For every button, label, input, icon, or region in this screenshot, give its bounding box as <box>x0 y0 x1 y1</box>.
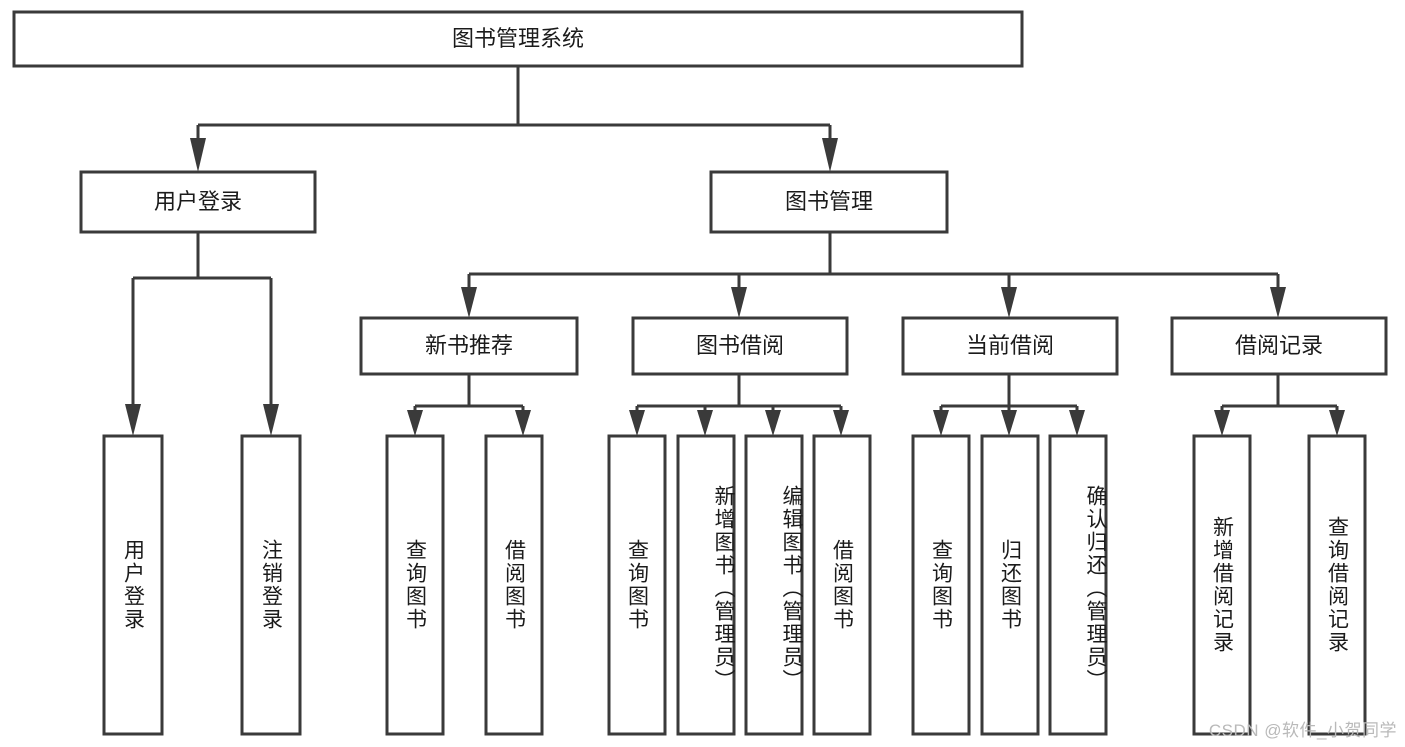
connector-group-book-management <box>461 232 1286 318</box>
node-box-leaf-confirm-return[interactable] <box>1048 434 1108 736</box>
arrow-head-leaf-logout-login <box>263 404 279 436</box>
arrow-head-leaf-query-book-3 <box>933 410 949 436</box>
node-box-new-book-recommend[interactable] <box>359 316 579 376</box>
connector-group-book-borrow <box>629 374 849 436</box>
node-box-book-borrow[interactable] <box>631 316 849 376</box>
connector-group-borrow-record <box>1214 374 1345 436</box>
node-box-leaf-edit-book[interactable] <box>744 434 804 736</box>
arrow-head-leaf-confirm-return <box>1069 410 1085 436</box>
node-box-leaf-borrow-book-2[interactable] <box>812 434 872 736</box>
node-label-new-book-recommend: 新书推荐 <box>425 333 513 358</box>
arrow-head-book-management <box>822 138 838 172</box>
arrow-head-leaf-borrow-book-2 <box>833 410 849 436</box>
arrow-head-user-login <box>190 138 206 172</box>
node-label-book-management: 图书管理 <box>785 189 873 214</box>
node-box-leaf-borrow-book-1[interactable] <box>484 434 544 736</box>
arrow-head-leaf-query-book-2 <box>629 410 645 436</box>
arrow-head-leaf-edit-book <box>765 410 781 436</box>
arrow-head-leaf-query-record <box>1329 410 1345 436</box>
node-box-leaf-logout-login[interactable] <box>240 434 302 736</box>
node-box-leaf-query-record[interactable] <box>1307 434 1367 736</box>
node-box-leaf-return-book[interactable] <box>980 434 1040 736</box>
arrow-head-leaf-add-record <box>1214 410 1230 436</box>
arrow-head-leaf-add-book <box>697 410 713 436</box>
arrow-head-borrow-record <box>1270 287 1286 318</box>
arrow-head-current-borrow <box>1001 287 1017 318</box>
node-box-leaf-query-book-3[interactable] <box>911 434 971 736</box>
connector-group-current-borrow <box>933 374 1085 436</box>
arrow-head-leaf-return-book <box>1001 410 1017 436</box>
node-label-user-login: 用户登录 <box>154 189 242 214</box>
node-box-leaf-user-login[interactable] <box>102 434 164 736</box>
node-box-leaf-add-record[interactable] <box>1192 434 1252 736</box>
node-label-book-borrow: 图书借阅 <box>696 333 784 358</box>
node-label-root: 图书管理系统 <box>452 26 584 51</box>
arrow-head-leaf-user-login <box>125 404 141 436</box>
arrow-head-book-borrow <box>731 287 747 318</box>
node-box-borrow-record[interactable] <box>1170 316 1388 376</box>
node-label-borrow-record: 借阅记录 <box>1235 333 1323 358</box>
arrow-head-new-book-recommend <box>461 287 477 318</box>
node-box-leaf-query-book-2[interactable] <box>607 434 667 736</box>
connector-group-user-login <box>125 232 279 436</box>
node-label-current-borrow: 当前借阅 <box>966 333 1054 358</box>
node-box-book-management[interactable] <box>709 170 949 234</box>
connector-group-root <box>190 66 838 172</box>
node-box-leaf-add-book[interactable] <box>676 434 736 736</box>
csdn-watermark: CSDN @软件_小贺同学 <box>1208 721 1397 740</box>
connector-group-new-book-recommend <box>407 374 531 436</box>
node-box-leaf-query-book-1[interactable] <box>385 434 445 736</box>
arrow-head-leaf-borrow-book-1 <box>515 410 531 436</box>
node-box-root[interactable] <box>12 10 1024 68</box>
node-box-user-login[interactable] <box>79 170 317 234</box>
node-box-current-borrow[interactable] <box>901 316 1119 376</box>
arrow-head-leaf-query-book-1 <box>407 410 423 436</box>
